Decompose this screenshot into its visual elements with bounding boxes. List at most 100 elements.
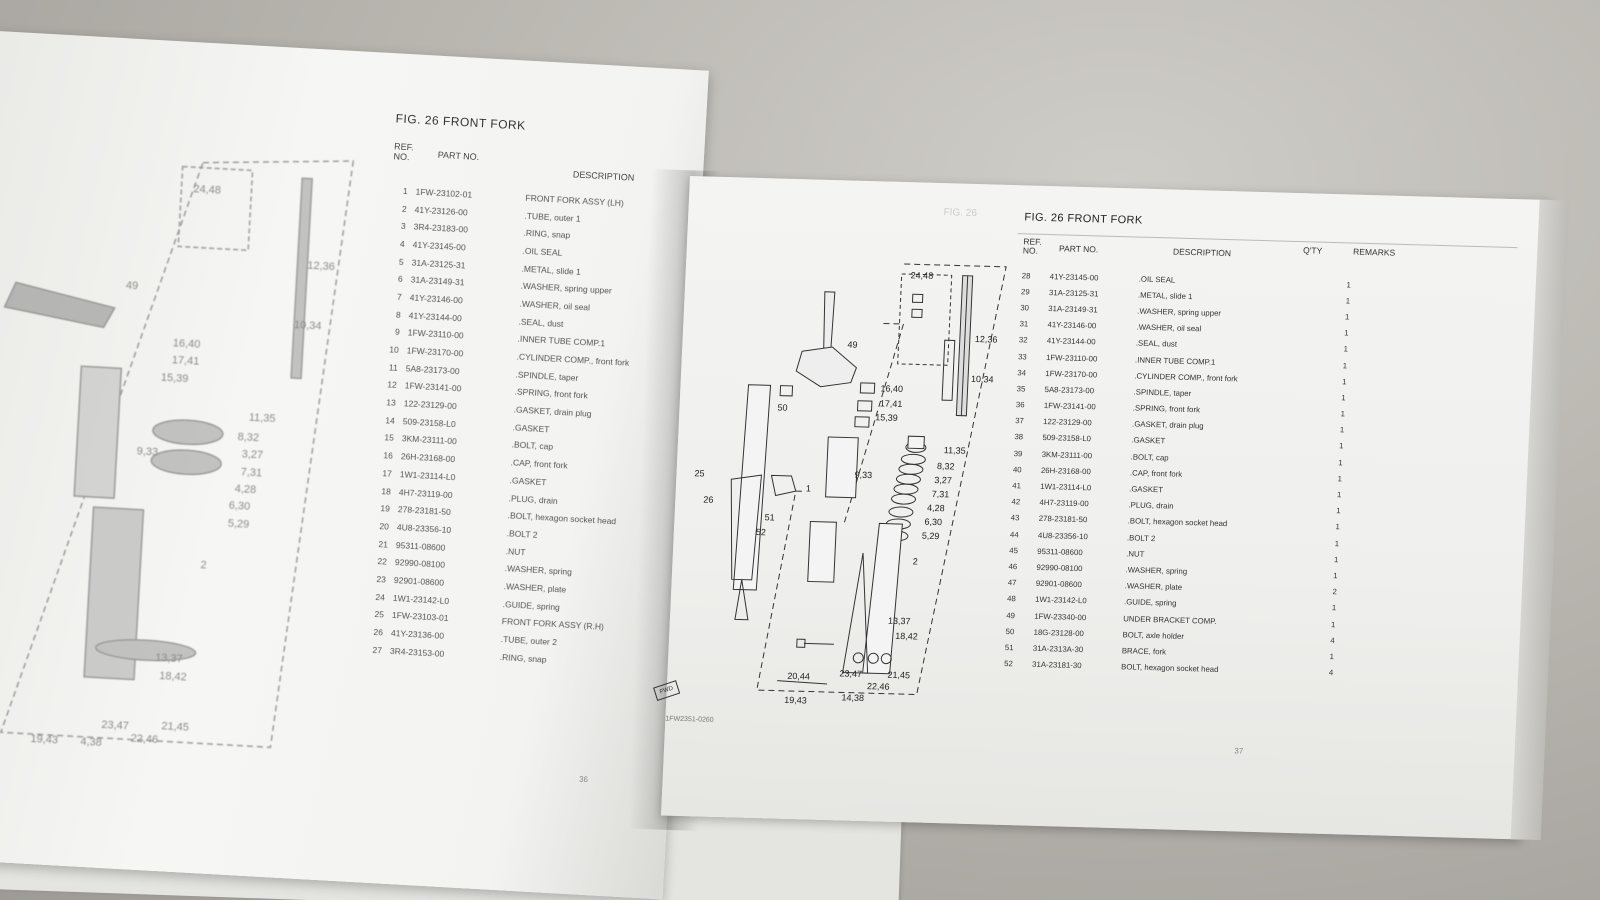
- left-page-number: 36: [578, 774, 589, 785]
- cell-pn: 1FW-23170-00: [1045, 368, 1098, 380]
- cell-ref: 47: [1007, 578, 1017, 588]
- callout: 9,33: [854, 470, 872, 480]
- cell-ref: 2: [401, 203, 407, 214]
- cell-pn: 31A-2313A-30: [1032, 643, 1084, 655]
- cell-ref: 22: [377, 556, 388, 567]
- cell-pn: 1FW-23141-00: [404, 380, 462, 394]
- cell-ref: 12: [387, 379, 398, 391]
- cell-pn: 31A-23125-31: [411, 257, 466, 271]
- cell-desc: .GASKET: [1128, 484, 1164, 495]
- cell-ref: 31: [1019, 319, 1029, 329]
- cell-ref: 15: [384, 432, 395, 444]
- cell-ref: 13: [386, 397, 397, 408]
- left-table-header: REF. NO. PART NO. DESCRIPTION: [393, 141, 694, 182]
- cell-qty: 1: [1346, 279, 1352, 290]
- callout: 49: [847, 339, 857, 349]
- cell-desc: .CAP, front fork: [1129, 468, 1183, 479]
- cell-ref: 20: [379, 520, 390, 532]
- left-label: 21,45: [161, 720, 189, 734]
- cell-ref: 9: [394, 326, 401, 338]
- cell-pn: 41Y-23144-00: [1046, 336, 1096, 347]
- callout: 25: [694, 468, 704, 478]
- cell-pn: 41Y-23146-00: [409, 292, 464, 306]
- cell-pn: 41Y-23144-00: [408, 310, 463, 323]
- cell-pn: 26H-23168-00: [1040, 465, 1092, 477]
- cell-ref: 21: [378, 538, 389, 550]
- cell-pn: 95311-08600: [1037, 546, 1083, 557]
- cell-ref: 25: [374, 609, 385, 620]
- cell-ref: 30: [1020, 303, 1030, 313]
- callout: 6,30: [924, 517, 942, 527]
- callout: 24,48: [910, 270, 933, 281]
- cell-pn: 5A8-23173-00: [405, 363, 460, 377]
- cell-desc: BOLT, axle holder: [1122, 629, 1185, 641]
- cell-qty: 1: [1342, 360, 1348, 370]
- show-through-text: FIG. 26: [943, 207, 978, 220]
- cell-desc: .SEAL, dust: [1135, 338, 1178, 350]
- cell-desc: BOLT, hexagon socket head: [1120, 662, 1219, 675]
- left-label: 24,48: [193, 183, 221, 197]
- cell-pn: 1FW-23102-01: [415, 186, 473, 200]
- callout: 50: [777, 403, 787, 413]
- header-description: DESCRIPTION: [572, 169, 635, 183]
- callout: 10,34: [971, 374, 994, 385]
- cell-pn: 3KM-23111-00: [401, 433, 458, 447]
- cell-pn: 92901-08600: [1035, 578, 1082, 590]
- cell-ref: 34: [1017, 367, 1027, 378]
- cell-pn: 122-23129-00: [1042, 417, 1092, 428]
- cell-ref: 43: [1010, 513, 1020, 523]
- cell-desc: .METAL, slide 1: [1137, 290, 1193, 301]
- header-part-no: PART NO.: [437, 149, 480, 163]
- cell-ref: 16: [383, 450, 394, 461]
- callout: 21,45: [887, 670, 910, 681]
- cell-desc: .CYLINDER COMP., front fork: [1134, 371, 1238, 384]
- cell-pn: 1FW-23110-00: [1045, 352, 1098, 363]
- cell-pn: 31A-23125-31: [1048, 287, 1099, 299]
- cell-qty: 1: [1339, 425, 1345, 435]
- cell-qty: 4: [1328, 668, 1334, 678]
- right-fig-title: FIG. 26 FRONT FORK: [1024, 211, 1143, 227]
- left-label: 16,40: [172, 337, 200, 351]
- cell-qty: 4: [1330, 635, 1335, 645]
- cell-desc: .WASHER, oil seal: [1136, 322, 1202, 334]
- callout: 15,39: [875, 412, 898, 423]
- left-label: 9,33: [136, 445, 158, 458]
- cell-pn: 41Y-23145-00: [1049, 271, 1099, 283]
- callout: 22,46: [867, 681, 890, 692]
- callout: 23,47: [839, 668, 862, 679]
- cell-pn: 92990-08100: [1036, 562, 1083, 574]
- cell-desc: .NUT: [1126, 549, 1145, 559]
- cell-desc: .PLUG, drain: [1128, 500, 1174, 511]
- left-label: 6,30: [229, 500, 251, 513]
- cell-ref: 3: [400, 221, 406, 232]
- callout: 20,44: [787, 671, 810, 682]
- left-label: 7,31: [240, 466, 262, 479]
- cell-ref: 44: [1009, 529, 1019, 539]
- cell-ref: 24: [375, 591, 386, 603]
- cell-pn: 41Y-23136-00: [390, 627, 445, 641]
- cell-qty: 1: [1333, 571, 1338, 581]
- left-label: 23,47: [101, 719, 129, 733]
- cell-qty: 1: [1340, 409, 1346, 419]
- cell-ref: 6: [397, 274, 404, 285]
- callout: 14,38: [841, 692, 864, 703]
- cell-ref: 32: [1018, 335, 1028, 345]
- cell-ref: 49: [1006, 610, 1016, 620]
- cell-qty: 1: [1337, 474, 1343, 484]
- cell-ref: 50: [1005, 626, 1015, 636]
- cell-ref: 45: [1009, 545, 1019, 556]
- cell-pn: 509-23158-L0: [1042, 433, 1092, 444]
- cell-pn: 1W1-23142-L0: [392, 592, 450, 606]
- cell-desc: .GASKET: [1131, 435, 1166, 446]
- left-page: 24,48 12,36 10,34 49 16,40 17,41 15,39 1…: [0, 30, 709, 900]
- cell-pn: 4H7-23119-00: [1039, 498, 1089, 509]
- cell-pn: 3R4-23183-00: [413, 221, 469, 235]
- cell-pn: 95311-08600: [395, 539, 446, 553]
- cell-ref: 11: [388, 362, 399, 373]
- cell-pn: 92990-08100: [394, 557, 446, 571]
- left-label: 15,39: [161, 372, 189, 386]
- cell-qty: 1: [1335, 522, 1341, 532]
- cell-pn: 1FW-23110-00: [407, 327, 464, 341]
- cell-ref: 17: [382, 468, 393, 479]
